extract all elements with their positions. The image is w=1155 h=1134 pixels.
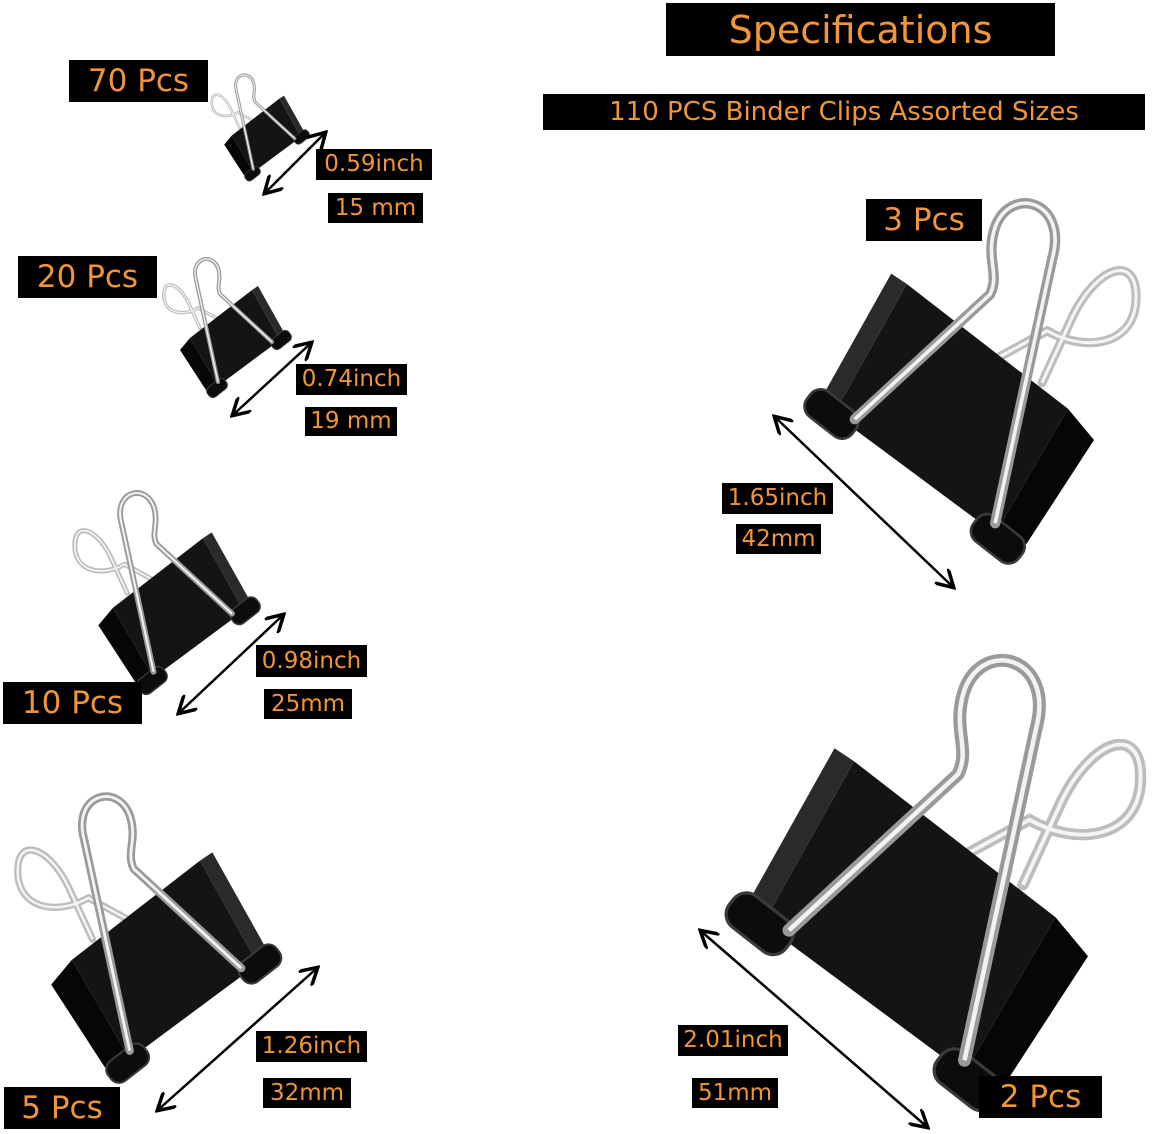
size-inch-label: 0.59inch [316, 149, 432, 180]
dimension-arrow-icon [176, 612, 286, 716]
dimension-arrow-icon [698, 928, 930, 1130]
quantity-label-3: 3 Pcs [866, 199, 982, 241]
size-inch-label: 0.98inch [256, 645, 367, 677]
quantity-label-70: 70 Pcs [69, 60, 208, 102]
size-mm-label: 32mm [263, 1078, 351, 1108]
size-mm-label: 19 mm [305, 407, 397, 436]
size-mm-label: 42mm [736, 524, 821, 554]
size-mm-label: 25mm [264, 689, 352, 719]
dimension-arrow-icon [772, 414, 956, 590]
quantity-label-5: 5 Pcs [4, 1087, 120, 1129]
dimension-arrow-icon [262, 130, 328, 196]
size-inch-label: 2.01inch [678, 1025, 788, 1056]
quantity-label-10: 10 Pcs [3, 682, 142, 724]
size-inch-label: 1.65inch [722, 483, 833, 514]
page-subtitle: 110 PCS Binder Clips Assorted Sizes [543, 94, 1145, 130]
size-mm-label: 51mm [692, 1078, 778, 1108]
size-inch-label: 0.74inch [296, 364, 407, 395]
dimension-arrow-icon [230, 340, 314, 418]
page-title: Specifications [666, 3, 1055, 56]
quantity-label-20: 20 Pcs [18, 256, 157, 298]
dimension-arrow-icon [155, 965, 320, 1113]
size-mm-label: 15 mm [328, 193, 423, 223]
quantity-label-2: 2 Pcs [979, 1076, 1102, 1118]
size-inch-label: 1.26inch [256, 1031, 367, 1062]
